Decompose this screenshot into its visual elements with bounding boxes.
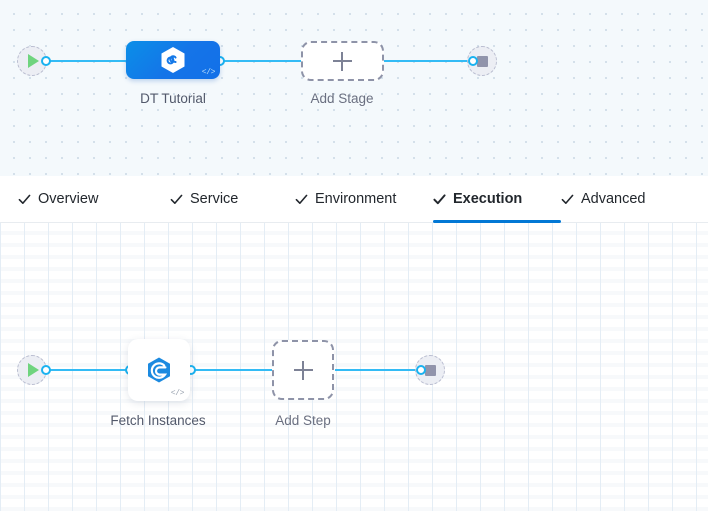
tab-environment[interactable]: Environment xyxy=(295,176,433,223)
tab-execution-underline xyxy=(433,219,561,223)
play-icon xyxy=(28,363,39,377)
add-step-label: Add Step xyxy=(275,413,331,428)
tab-execution-label: Execution xyxy=(453,191,523,207)
step-node-label: Fetch Instances xyxy=(110,413,206,428)
tab-service-label: Service xyxy=(190,191,239,207)
tab-advanced[interactable]: Advanced xyxy=(561,176,681,223)
check-icon xyxy=(561,194,574,204)
plus-icon xyxy=(293,360,313,380)
connector-add-to-end xyxy=(335,369,419,371)
deployment-hexagon-icon xyxy=(160,46,186,74)
connector-step-to-add xyxy=(193,369,273,371)
step-node-fetch-instances[interactable]: </> xyxy=(128,339,190,401)
tab-service[interactable]: Service xyxy=(170,176,295,223)
pipeline-execution-canvas[interactable]: </> Fetch Instances Add Step xyxy=(0,223,708,511)
connector-start-to-step xyxy=(44,369,129,371)
check-icon xyxy=(433,193,446,204)
add-step-button[interactable] xyxy=(272,340,334,400)
add-stage-label: Add Stage xyxy=(310,91,374,106)
start-output-port[interactable] xyxy=(41,56,51,66)
pipeline-stage-canvas[interactable]: </> DT Tutorial Add Stage xyxy=(0,0,708,176)
stop-icon xyxy=(424,364,436,376)
connector-stage-to-add xyxy=(218,60,302,62)
code-icon: </> xyxy=(170,389,185,398)
tab-environment-label: Environment xyxy=(315,191,397,207)
tab-overview-label: Overview xyxy=(38,191,99,207)
tab-advanced-label: Advanced xyxy=(581,191,646,207)
check-icon xyxy=(295,194,308,204)
end-input-port[interactable] xyxy=(468,56,478,66)
play-icon xyxy=(28,54,39,68)
stage-config-tabs: Overview Service Environment Execution A… xyxy=(0,176,708,223)
check-icon xyxy=(18,194,31,204)
stop-icon xyxy=(476,55,488,67)
stage-node-dt-tutorial[interactable]: </> xyxy=(126,41,220,79)
code-icon: </> xyxy=(201,68,216,77)
add-stage-button[interactable] xyxy=(301,41,384,81)
plus-icon xyxy=(333,51,352,71)
tab-overview[interactable]: Overview xyxy=(18,176,170,223)
execution-row: </> Fetch Instances Add Step xyxy=(0,223,708,511)
execution-start-output-port[interactable] xyxy=(41,365,51,375)
tab-execution[interactable]: Execution xyxy=(433,176,561,223)
stage-row: </> DT Tutorial Add Stage xyxy=(0,0,708,176)
stage-node-label: DT Tutorial xyxy=(140,91,206,106)
shell-script-hexagon-icon xyxy=(146,356,172,384)
execution-end-input-port[interactable] xyxy=(416,365,426,375)
check-icon xyxy=(170,194,183,204)
connector-add-to-end xyxy=(383,60,471,62)
connector-start-to-stage xyxy=(44,60,130,62)
